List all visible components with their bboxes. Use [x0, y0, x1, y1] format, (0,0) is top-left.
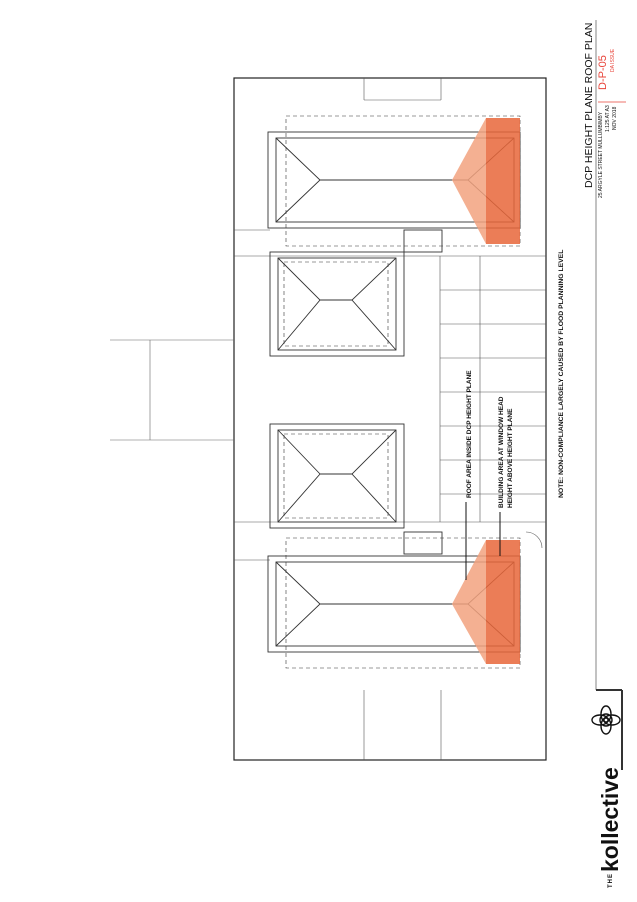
unit-4-roof-inside-zone: [452, 540, 486, 664]
unit-1-roof-inside-zone: [452, 118, 486, 244]
kollective-logo-icon: [591, 705, 621, 735]
unit-3-roof: [269, 423, 443, 555]
driveway-outline: [110, 339, 234, 441]
legend-leaders: [465, 502, 501, 580]
legend-roof-area-label: ROOF AREA INSIDE DCP HEIGHT PLANE: [466, 370, 473, 498]
unit-1-height-plane-zone: [486, 118, 520, 244]
plan-frame: [233, 77, 547, 761]
legend-building-area-line1: BUILDING AREA AT WINDOW HEAD: [498, 396, 505, 508]
logo-name: kollective: [597, 767, 623, 872]
logo-prefix: THE: [608, 873, 614, 888]
drawing-date: NOV 2018: [612, 106, 618, 130]
project-address: 25 ARGYLE STREET MULLUMBIMBY: [598, 111, 604, 198]
drawing-number: D-P-05: [597, 55, 609, 90]
drawing-title: DCP HEIGHT PLANE ROOF PLAN: [583, 23, 595, 188]
unit-4-height-plane-zone: [486, 540, 520, 664]
drawing-revision: DA ISSUE: [610, 48, 616, 72]
legend-building-area-line2: HEIGHT ABOVE HEIGHT PLANE: [507, 408, 514, 508]
unit-2-roof: [269, 229, 443, 357]
main-note: NOTE: NON-COMPLIANCE LARGELY CAUSED BY F…: [558, 250, 565, 498]
door-swing: [525, 531, 543, 549]
drawing-scale: 1:125 AT A3: [605, 105, 611, 132]
